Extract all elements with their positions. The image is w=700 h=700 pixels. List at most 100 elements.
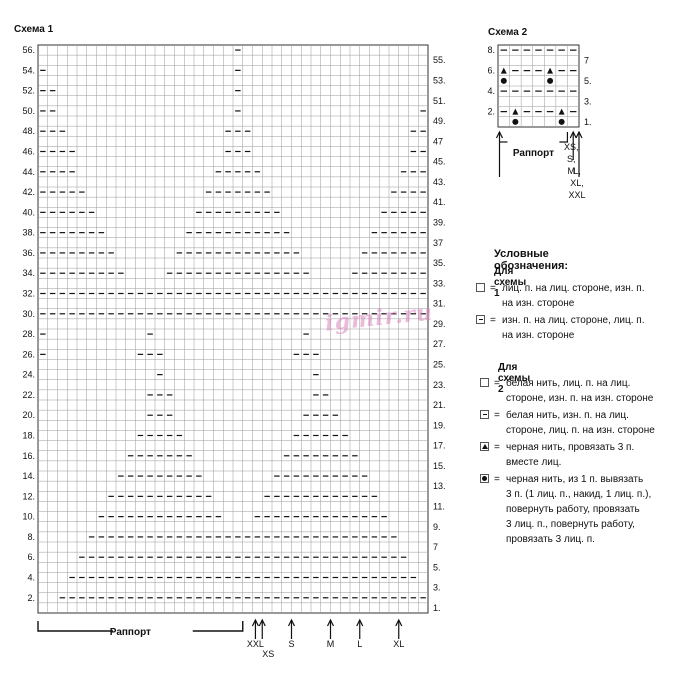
chart1-right-row-label: 37	[433, 238, 443, 248]
chart2-bobble-dot	[512, 118, 519, 125]
chart2-decrease-triangle	[547, 67, 554, 74]
legend-equals: =	[494, 442, 500, 453]
chart1-size-arrowhead	[258, 618, 266, 627]
chart1-size-label: M	[327, 639, 335, 649]
chart1-left-row-label: 26.	[22, 349, 35, 359]
chart2-decrease-triangle	[500, 67, 507, 74]
legend-equals: =	[494, 378, 500, 389]
chart1-left-row-label: 46.	[22, 147, 35, 157]
chart1-left-row-label: 14.	[22, 471, 35, 481]
chart1-right-row-label: 51.	[433, 96, 446, 106]
legend-symbol-dot	[480, 474, 489, 483]
chart1-right-row-label: 3.	[433, 583, 441, 593]
chart1-left-row-label: 6.	[27, 552, 35, 562]
chart1-right-row-label: 21.	[433, 400, 446, 410]
chart1-row-labels: 2.4.6.8.10.12.14.16.18.20.22.24.26.28.30…	[22, 45, 445, 613]
chart1-right-row-label: 5.	[433, 562, 441, 572]
chart1-right-row-label: 55.	[433, 55, 446, 65]
chart1-size-label: XS	[262, 649, 274, 659]
chart1-left-row-label: 40.	[22, 207, 35, 217]
legend-subtitle-1: Для схемы 1	[494, 266, 527, 299]
chart2-right-row-label: 3.	[584, 96, 592, 106]
chart1-left-row-label: 4.	[27, 573, 35, 583]
chart2-size-label: M	[567, 166, 575, 176]
legend-description: лиц. п. на лиц. стороне, изн. п.на изн. …	[502, 283, 645, 309]
chart1-left-row-label: 54.	[22, 65, 35, 75]
chart1-right-row-label: 13.	[433, 481, 446, 491]
chart1-left-row-label: 52.	[22, 86, 35, 96]
chart2-rapport-arrowhead	[495, 130, 504, 139]
chart1-right-row-label: 43.	[433, 177, 446, 187]
chart1-size-label: S	[288, 639, 294, 649]
chart1-right-row-label: 15.	[433, 461, 446, 471]
chart1-right-row-label: 1.	[433, 603, 441, 613]
chart1-size-label: XL	[393, 639, 404, 649]
chart1-size-arrowhead	[326, 618, 335, 627]
chart1-right-row-label: 29.	[433, 319, 446, 329]
chart1-title: Схема 1	[14, 24, 54, 35]
chart1-right-row-label: 53.	[433, 76, 446, 86]
chart1-left-row-label: 30.	[22, 309, 35, 319]
chart1-grid	[37, 44, 429, 614]
chart1-size-arrowhead	[356, 618, 364, 627]
chart1-left-row-label: 2.	[27, 593, 35, 603]
chart1-size-arrowhead	[395, 618, 403, 627]
chart1-left-row-label: 38.	[22, 228, 35, 238]
chart1-left-row-label: 18.	[22, 431, 35, 441]
chart1-size-arrowhead	[287, 618, 296, 627]
chart2-left-row-label: 8.	[487, 45, 495, 55]
chart1-rapport-label: Раппорт	[110, 627, 151, 638]
legend-symbol-blank	[480, 378, 489, 387]
chart2-left-row-label: 2.	[487, 107, 495, 117]
chart1-right-row-label: 33.	[433, 278, 446, 288]
chart1-right-row-label: 47	[433, 136, 443, 146]
legend-description: черная нить, провязать 3 п.вместе лиц.	[506, 442, 635, 468]
chart1-right-row-label: 45.	[433, 157, 446, 167]
chart2-bobble-dot	[500, 77, 507, 84]
chart1-right-row-label: 17.	[433, 441, 446, 451]
chart2-left-row-label: 4.	[487, 86, 495, 96]
chart2-grid	[497, 44, 580, 128]
chart1-size-arrowhead	[251, 618, 259, 627]
chart2-row-labels: 2.4.6.8.1.3.5.7	[487, 45, 591, 127]
chart1-right-row-label: 23.	[433, 380, 446, 390]
chart1-left-row-label: 16.	[22, 451, 35, 461]
chart1-rapport-bracket-right	[192, 621, 244, 632]
chart1-left-row-label: 36.	[22, 248, 35, 258]
chart1-right-row-label: 35.	[433, 258, 446, 268]
legend-equals: =	[494, 474, 500, 485]
chart1-right-row-label: 25.	[433, 360, 446, 370]
legend-symbol-blank	[476, 283, 485, 292]
chart1-right-row-label: 7	[433, 542, 438, 552]
chart1-left-row-label: 10.	[22, 512, 35, 522]
chart2-rapport-label: Раппорт	[513, 148, 554, 159]
chart1-left-row-label: 42.	[22, 187, 35, 197]
chart2-right-row-label: 5.	[584, 76, 592, 86]
legend-symbol-dash	[480, 410, 489, 419]
chart1-left-row-label: 20.	[22, 410, 35, 420]
chart2-size-arrowhead	[569, 130, 577, 139]
legend-equals: =	[490, 283, 496, 294]
legend-subtitle-2: Для схемы 2	[498, 362, 531, 395]
chart1-right-row-label: 11.	[433, 502, 445, 512]
chart2-size-label: XS,	[564, 142, 579, 152]
chart1-left-row-label: 48.	[22, 126, 35, 136]
legend-equals: =	[490, 315, 496, 326]
chart2-size-label: XXL	[568, 190, 585, 200]
chart1-left-row-label: 22.	[22, 390, 35, 400]
chart2-decrease-triangle	[558, 108, 565, 115]
chart1-left-row-label: 32.	[22, 289, 35, 299]
chart2-bobble-dot	[547, 77, 554, 84]
chart1-left-row-label: 12.	[22, 491, 35, 501]
legend-description: изн. п. на лиц. стороне, лиц. п.на изн. …	[502, 315, 645, 341]
chart1-right-row-label: 39.	[433, 218, 446, 228]
chart1-right-row-label: 49.	[433, 116, 446, 126]
chart1-left-row-label: 8.	[27, 532, 35, 542]
legend-symbol-dash	[476, 315, 485, 324]
chart2-size-label: L,	[573, 166, 581, 176]
chart2-size-label: XL,	[570, 178, 584, 188]
chart2-size-arrowhead	[575, 130, 583, 139]
